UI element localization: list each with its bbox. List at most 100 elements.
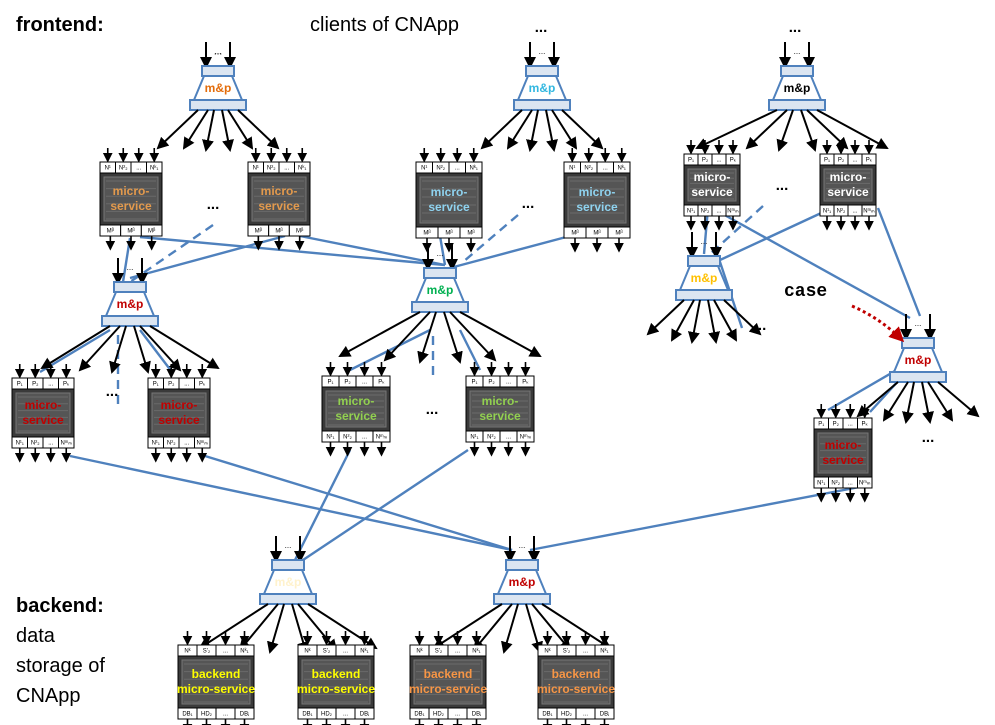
service-text: micro- (482, 394, 519, 408)
port-label: ... (136, 166, 141, 172)
service-text: micro- (113, 184, 150, 198)
port-label: Mᵝ (571, 230, 579, 237)
connection-line (293, 449, 352, 561)
service-inner (567, 176, 627, 224)
port-label: Mᵝ (296, 228, 304, 235)
port-label: N²₂ (31, 441, 40, 447)
service-inner (541, 659, 611, 705)
mp-ellipsis: ... (794, 47, 801, 56)
mp-bottom-bar (493, 593, 551, 605)
port-label: Pₖ (522, 380, 529, 386)
port-label: ... (583, 712, 588, 718)
port-label: ... (506, 435, 511, 441)
port-label: Mᵝ (255, 228, 263, 235)
port-label: Nᵐₘ (520, 435, 532, 441)
mp-top-bar (687, 255, 721, 267)
port-label: Mᵝ (445, 230, 453, 237)
port-label: ... (362, 435, 367, 441)
flow-arrow (707, 299, 721, 344)
case-label: case (784, 282, 828, 302)
flow-arrow (525, 603, 543, 654)
port-label: N²₂ (487, 435, 496, 441)
connection-line (121, 237, 132, 283)
service-text: service (827, 185, 869, 199)
service-inner (687, 168, 737, 202)
port-label: P₁ (17, 382, 23, 388)
service-text: service (158, 413, 200, 427)
mp-ellipsis: ... (127, 263, 134, 272)
mp-top-bar (505, 559, 539, 571)
flow-arrow (237, 109, 280, 150)
service-text: backend (424, 667, 473, 681)
flow-arrow (307, 603, 378, 650)
mp-top-bar (525, 65, 559, 77)
dashed-connection (462, 214, 519, 263)
port-label: DB₁ (542, 712, 552, 718)
mp-bottom-bar (411, 301, 469, 313)
port-label: P₁ (688, 158, 694, 164)
service-inner (251, 176, 307, 222)
port-label: Nᵏ (544, 648, 551, 655)
connection-line (711, 206, 911, 320)
port-label: ... (455, 712, 460, 718)
port-label: N²₂ (343, 435, 352, 441)
port-label: ... (506, 380, 511, 386)
port-label: ... (848, 481, 853, 487)
port-label: Nᵐₘ (196, 441, 208, 447)
flow-arrow (227, 109, 254, 150)
service-text: micro- (431, 185, 468, 199)
port-label: Mᵝ (615, 230, 623, 237)
flow-arrow (221, 109, 234, 152)
mp-label: m&p (509, 575, 536, 589)
port-label: Pₖ (378, 380, 385, 386)
port-label: N²₂ (831, 481, 840, 487)
connection-line (139, 235, 446, 267)
flow-arrow (383, 311, 431, 362)
port-label: ... (184, 382, 189, 388)
port-label: Nᵐₘ (60, 441, 72, 447)
flow-arrow (541, 603, 612, 650)
mp-bottom-bar (189, 99, 247, 111)
port-label: P₂ (32, 382, 39, 388)
flow-arrow (156, 109, 199, 150)
connection-line (139, 329, 173, 373)
port-label: N¹₁ (16, 441, 24, 447)
diagram-nodes: ...m&p...m&p...m&p...m&p...m&p...m&p...m… (11, 42, 980, 725)
port-label: N¹ (569, 166, 575, 172)
flow-arrow (432, 603, 503, 650)
flow-arrow (338, 311, 421, 357)
port-label: Nᵏ₁ (360, 648, 368, 655)
service-text: service (110, 199, 152, 213)
mp-label: m&p (427, 283, 454, 297)
port-label: ... (48, 382, 53, 388)
port-label: Nᵐₘ (863, 209, 875, 215)
port-label: DBⱼ (240, 712, 249, 718)
service-text: micro- (830, 170, 867, 184)
port-label: Nᵐₘ (376, 435, 388, 441)
service-text: micro- (579, 185, 616, 199)
service-text: micro- (338, 394, 375, 408)
flow-arrow (182, 109, 209, 150)
flow-arrow (133, 325, 151, 374)
case-arrow (851, 304, 905, 343)
port-label: DB₁ (182, 712, 192, 718)
mp-ellipsis: ... (701, 237, 708, 246)
connection-line (876, 207, 922, 317)
flow-arrow (480, 109, 523, 150)
port-label: ... (343, 649, 348, 655)
ellipsis-label: ... (207, 196, 220, 213)
ellipsis-label: ... (754, 317, 767, 334)
port-label: Nᵏ₁ (600, 648, 608, 655)
port-label: Nᵏ₁ (470, 165, 478, 172)
mp-ellipsis: ... (915, 319, 922, 328)
mp-top-bar (271, 559, 305, 571)
mp-label: m&p (784, 81, 811, 95)
service-inner (823, 168, 873, 202)
port-label: Mᵝ (148, 228, 156, 235)
ellipsis-label: ... (522, 195, 535, 212)
mp-top-bar (423, 267, 457, 279)
ellipsis-label: ... (922, 429, 935, 446)
port-label: Nᵏ₁ (472, 648, 480, 655)
